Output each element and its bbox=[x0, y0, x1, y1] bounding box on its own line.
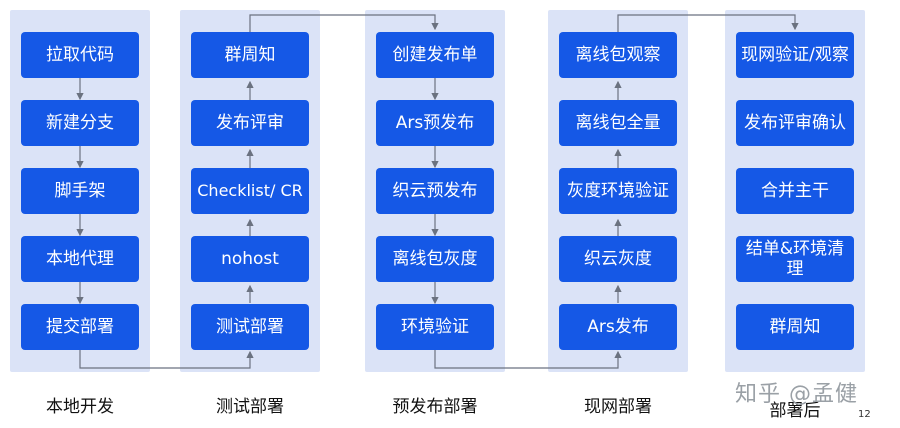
step-env-verify: 环境验证 bbox=[376, 304, 494, 350]
stage-label-local-dev: 本地开发 bbox=[46, 397, 114, 417]
step-ars-release: Ars发布 bbox=[559, 304, 677, 350]
step-test-deploy: 测试部署 bbox=[191, 304, 309, 350]
watermark: 知乎 @孟健 bbox=[735, 382, 858, 407]
stage-label-prod-deploy: 现网部署 bbox=[584, 397, 652, 417]
step-zhiyun-pre-release: 织云预发布 bbox=[376, 168, 494, 214]
step-gray-env-verify: 灰度环境验证 bbox=[559, 168, 677, 214]
stage-label-test-deploy: 测试部署 bbox=[216, 397, 284, 417]
step-offline-pkg-gray: 离线包灰度 bbox=[376, 236, 494, 282]
step-local-proxy: 本地代理 bbox=[21, 236, 139, 282]
step-merge-trunk: 合并主干 bbox=[736, 168, 854, 214]
step-checklist-cr: Checklist/ CR bbox=[191, 168, 309, 214]
step-scaffold: 脚手架 bbox=[21, 168, 139, 214]
step-zhiyun-gray: 织云灰度 bbox=[559, 236, 677, 282]
step-close-order-cleanup: 结单&环境清理 bbox=[736, 236, 854, 282]
step-ars-pre-release: Ars预发布 bbox=[376, 100, 494, 146]
stage-label-post-deploy: 部署后 bbox=[769, 401, 821, 421]
step-group-notify-final: 群周知 bbox=[736, 304, 854, 350]
step-submit-deploy: 提交部署 bbox=[21, 304, 139, 350]
step-pull-code: 拉取代码 bbox=[21, 32, 139, 78]
page-number: 12 bbox=[858, 409, 871, 420]
step-create-release-order: 创建发布单 bbox=[376, 32, 494, 78]
step-offline-pkg-full: 离线包全量 bbox=[559, 100, 677, 146]
step-nohost: nohost bbox=[191, 236, 309, 282]
step-new-branch: 新建分支 bbox=[21, 100, 139, 146]
stage-label-pre-release: 预发布部署 bbox=[392, 397, 478, 417]
step-release-review-confirm: 发布评审确认 bbox=[736, 100, 854, 146]
step-offline-pkg-observe: 离线包观察 bbox=[559, 32, 677, 78]
step-group-notify: 群周知 bbox=[191, 32, 309, 78]
step-prod-verify-observe: 现网验证/观察 bbox=[736, 32, 854, 78]
step-release-review: 发布评审 bbox=[191, 100, 309, 146]
